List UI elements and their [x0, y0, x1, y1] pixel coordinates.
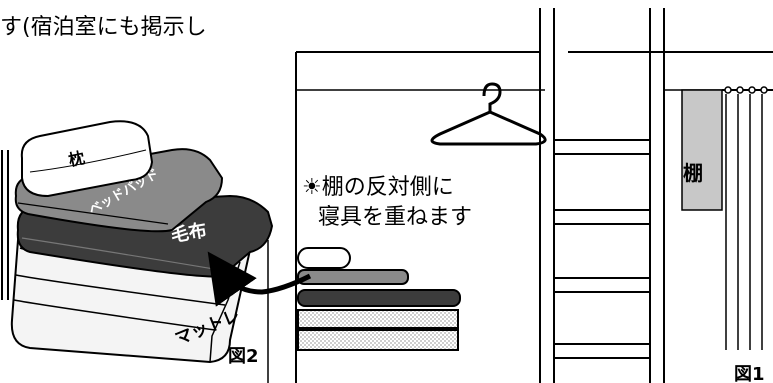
figure1-label: 図1 [734, 364, 765, 383]
stacked-bedding [297, 247, 461, 351]
shelf-label: 棚 [683, 161, 703, 185]
pillow: 枕 [20, 120, 154, 198]
stacked-mattress-bottom [297, 329, 459, 351]
stacked-mattress-top [297, 309, 459, 329]
figure-1: 棚 ☀棚の反対側に 寝具を重ねます 図1 [207, 8, 773, 383]
note-line-1: ☀棚の反対側に [302, 175, 454, 200]
stacked-pillow [297, 247, 351, 269]
stacked-bed-pad [297, 269, 409, 285]
figure-2: マットレ 毛布 ベッドパッド 枕 図2 [1, 120, 274, 383]
header-text: す(宿泊室にも掲示し [0, 15, 207, 40]
stacked-blanket [297, 289, 461, 307]
shelf: 棚 [681, 89, 723, 211]
note-line-2: 寝具を重ねます [318, 205, 472, 230]
ladder [539, 8, 665, 383]
figure2-label: 図2 [228, 346, 259, 367]
pillow-label: 枕 [67, 148, 87, 170]
move-arrow [207, 251, 312, 307]
hanger-icon [430, 82, 547, 146]
curtain [722, 86, 773, 350]
